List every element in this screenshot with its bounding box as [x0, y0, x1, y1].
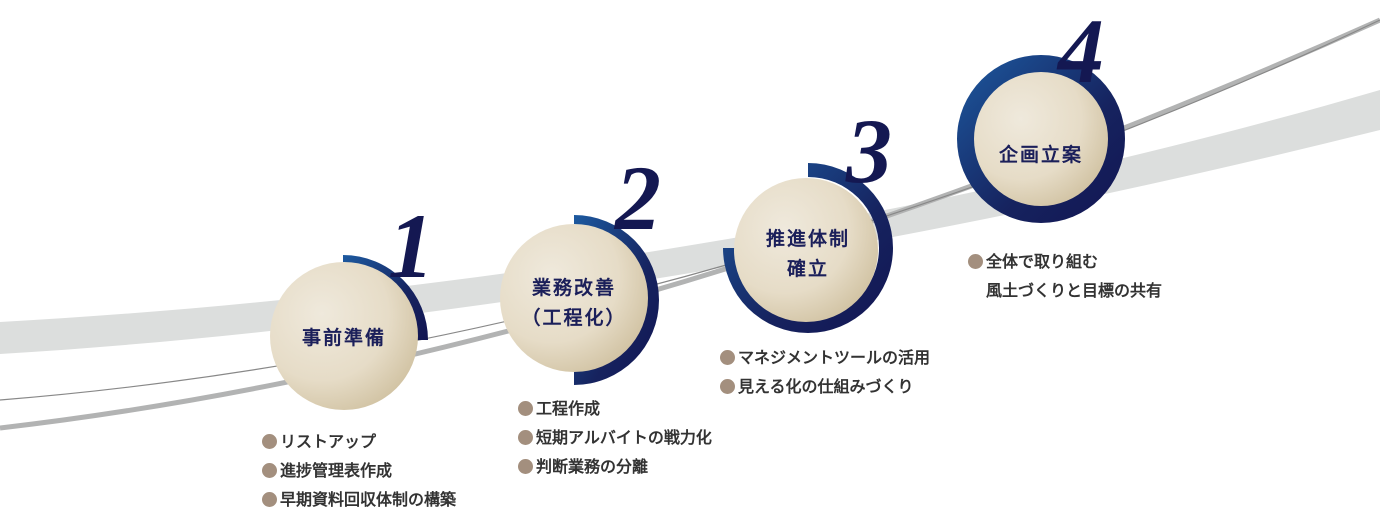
step-2-list: 工程作成 短期アルバイトの戦力化 判断業務の分離	[518, 394, 712, 481]
gray-band	[0, 90, 1380, 354]
step-circle	[734, 178, 878, 322]
bullet-icon	[518, 430, 533, 445]
list-item: 早期資料回収体制の構築	[262, 485, 456, 514]
step-1-title: 事前準備	[301, 327, 387, 349]
bullet-icon	[720, 379, 735, 394]
bullet-icon	[262, 434, 277, 449]
thick-line	[0, 17, 1380, 431]
bullet-icon	[518, 459, 533, 474]
step-4-title: 企画立案	[998, 144, 1084, 166]
list-item: 判断業務の分離	[518, 452, 712, 481]
step-3-title: 推進体制確立	[765, 228, 851, 280]
bullet-icon	[262, 463, 277, 478]
step-2-number: 2	[615, 147, 661, 249]
step-3-list: マネジメントツールの活用 見える化の仕組みづくり	[720, 343, 930, 401]
bullet-icon	[968, 254, 983, 269]
list-item: 全体で取り組む	[968, 247, 1162, 276]
step-4-number: 4	[1058, 0, 1104, 102]
bullet-icon	[262, 492, 277, 507]
progress-arc	[574, 215, 659, 385]
step-1-graphic	[270, 255, 428, 410]
step-2-graphic	[500, 215, 659, 385]
step-2-title: 業務改善（工程化）	[521, 277, 627, 329]
step-4-list: 全体で取り組む 風土づくりと目標の共有	[968, 247, 1162, 305]
bullet-icon	[518, 401, 533, 416]
list-item: 短期アルバイトの戦力化	[518, 423, 712, 452]
step-3-number: 3	[846, 100, 892, 202]
thin-line	[0, 19, 1380, 401]
list-item: リストアップ	[262, 427, 456, 456]
step-circle	[270, 262, 418, 410]
list-item-continuation: 風土づくりと目標の共有	[986, 281, 1163, 300]
step-circle	[500, 224, 648, 372]
step-4-graphic	[957, 55, 1125, 223]
bullet-icon	[720, 350, 735, 365]
list-item: マネジメントツールの活用	[720, 343, 930, 372]
step-1-list: リストアップ 進捗管理表作成 早期資料回収体制の構築	[262, 427, 456, 514]
list-item: 進捗管理表作成	[262, 456, 456, 485]
step-1-number: 1	[388, 195, 434, 297]
list-item: 見える化の仕組みづくり	[720, 372, 930, 401]
step-circle	[974, 72, 1108, 206]
list-item: 工程作成	[518, 394, 712, 423]
step-3-graphic	[723, 163, 893, 333]
